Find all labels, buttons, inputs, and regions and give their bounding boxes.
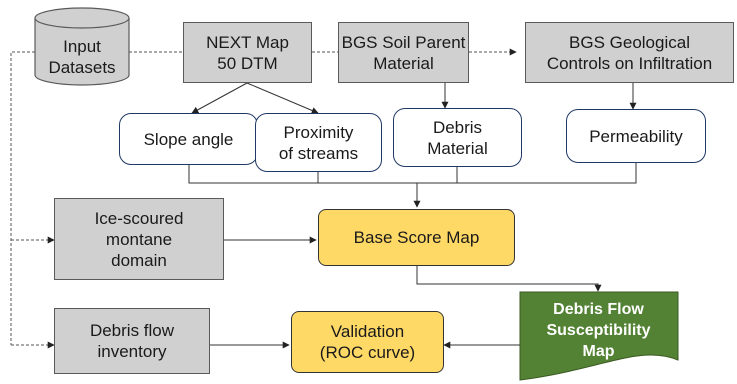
susceptibility-label: Debris Flow Susceptibility Map [546,301,651,360]
link-factors-collector [188,163,637,184]
debris-inventory-label: Debris flow inventory [89,321,175,361]
susceptibility-map-shape [519,291,679,381]
input-datasets-label: Input Datasets [48,37,116,77]
link-input-left-rail [10,51,35,345]
bgs-geo-box: BGS Geological Controls on Infiltration [525,22,734,83]
slope-box: Slope angle [119,113,258,165]
nextmap-label: NEXT Map 50 DTM [206,32,289,73]
debris-material-box: Debris Material [393,108,522,167]
debris-inventory-box: Debris flow inventory [54,308,210,374]
proximity-label: Proximity of streams [278,122,359,163]
debris-material-label: Debris Material [427,117,488,158]
validation-label: Validation (ROC curve) [319,322,416,362]
link-basescore-susceptibility [416,266,602,292]
bgs-geo-label: BGS Geological Controls on Infiltration [546,32,713,73]
bgs-soil-label: BGS Soil Parent Material [341,32,466,73]
input-datasets-cylinder [34,7,130,86]
bgs-soil-box: BGS Soil Parent Material [338,22,469,83]
permeability-label: Permeability [589,126,683,146]
permeability-box: Permeability [566,109,706,163]
nextmap-box: NEXT Map 50 DTM [183,22,312,83]
slope-label: Slope angle [143,129,234,149]
validation-box: Validation (ROC curve) [291,311,444,373]
ice-scoured-box: Ice-scoured montane domain [54,198,224,280]
proximity-box: Proximity of streams [255,113,382,172]
base-score-label: Base Score Map [353,228,480,247]
ice-scoured-label: Ice-scoured montane domain [94,208,184,270]
link-nextmap-slope [191,82,248,114]
base-score-box: Base Score Map [318,209,515,266]
link-nextmap-proximity [246,82,319,114]
